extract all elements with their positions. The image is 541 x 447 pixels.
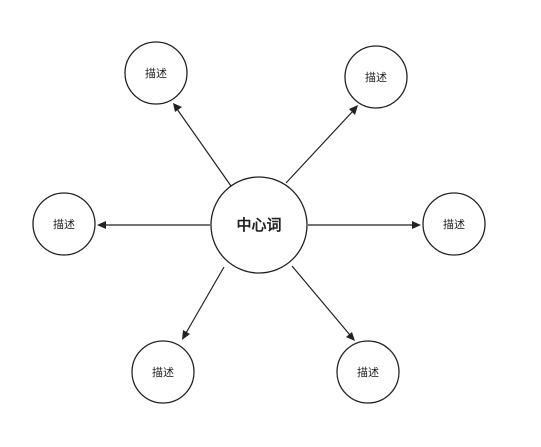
center-node-circle — [210, 176, 308, 274]
center-node-label: 中心词 — [236, 216, 281, 234]
arrowhead-bottom-right — [346, 332, 355, 341]
branch-node-circle — [336, 340, 400, 404]
branch-node-circle — [422, 192, 486, 256]
branch-node-label: 描述 — [357, 365, 379, 379]
branch-node-label: 描述 — [53, 217, 75, 231]
branch-node-label: 描述 — [152, 365, 174, 379]
branch-node-top-left: 描述 — [124, 41, 188, 105]
arrowhead-top-left — [173, 103, 182, 112]
branch-node-left: 描述 — [32, 192, 96, 256]
branch-node-label: 描述 — [145, 66, 167, 80]
edge-top-left — [176, 108, 232, 187]
arrowhead-bottom-left — [182, 330, 190, 340]
center-node: 中心词 — [210, 176, 308, 274]
branch-node-bottom-left: 描述 — [131, 340, 195, 404]
arrowhead-right — [412, 221, 421, 229]
branch-node-circle — [131, 340, 195, 404]
arrowhead-left — [97, 221, 106, 229]
branch-node-label: 描述 — [365, 70, 387, 84]
edge-bottom-left — [185, 266, 225, 334]
edge-top-right — [285, 110, 354, 184]
branch-node-label: 描述 — [443, 217, 465, 231]
branch-node-circle — [344, 45, 408, 109]
branch-node-bottom-right: 描述 — [336, 340, 400, 404]
edges — [97, 103, 421, 341]
branch-node-right: 描述 — [422, 192, 486, 256]
edge-bottom-right — [291, 265, 351, 336]
branch-node-circle — [32, 192, 96, 256]
branch-node-circle — [124, 41, 188, 105]
branch-node-top-right: 描述 — [344, 45, 408, 109]
arrowhead-top-right — [349, 105, 358, 115]
